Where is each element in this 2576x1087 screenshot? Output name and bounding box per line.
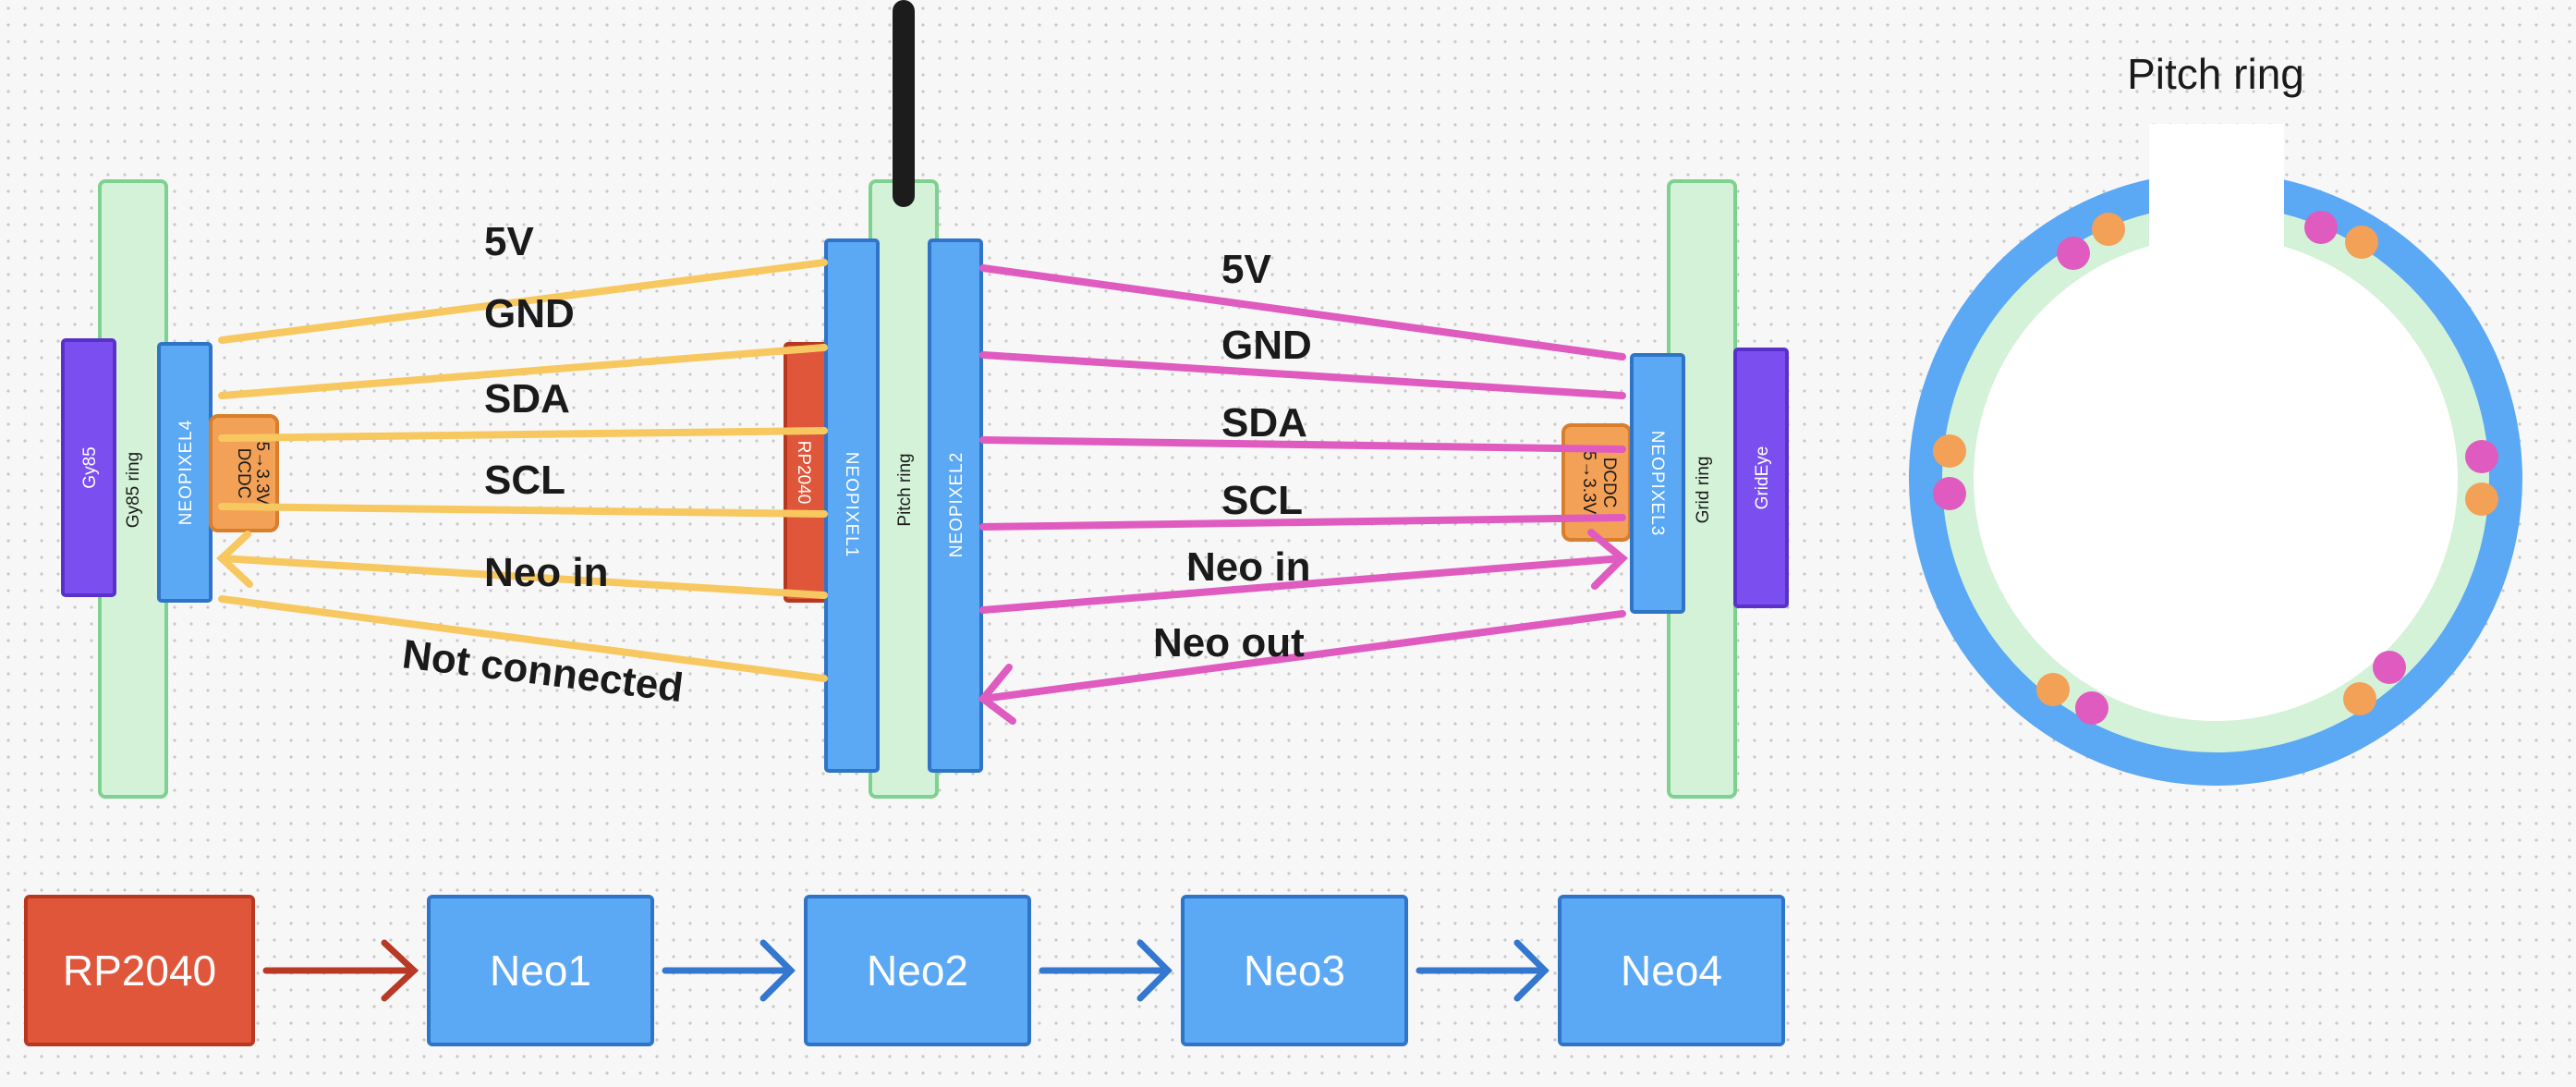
neopixel2-strip <box>928 238 983 773</box>
left-label-scl: SCL <box>484 458 565 503</box>
right-dcdc-title: DCDC <box>1599 458 1619 508</box>
data-chain: RP2040 Neo1 Neo2 Neo3 Neo4 <box>24 895 1785 1046</box>
center-module: RP2040 Pitch ring NEOPIXEL1 NEOPIXEL2 <box>784 0 983 799</box>
led-orange <box>2465 482 2498 516</box>
chain-node-neo3-label: Neo3 <box>1244 947 1345 995</box>
right-wires <box>978 264 1628 725</box>
led-orange <box>1933 434 1966 468</box>
led-orange <box>2036 673 2070 706</box>
grid-ring-label: Grid ring <box>1694 457 1713 524</box>
grideye-sensor <box>1733 348 1789 608</box>
right-dcdc-sub: 5→3.3V <box>1579 451 1598 515</box>
right-neo-in-arrowhead <box>1587 529 1628 590</box>
chain-node-neo3 <box>1181 895 1408 1046</box>
right-wire-labels: 5V GND SDA SCL Neo in Neo out <box>1153 247 1312 666</box>
chain-node-neo2-label: Neo2 <box>867 947 968 995</box>
led-pink <box>2465 440 2498 473</box>
right-wire-scl <box>979 514 1626 531</box>
right-label-gnd: GND <box>1221 323 1312 368</box>
led-pink <box>2304 211 2338 244</box>
left-wire-labels: 5V GND SDA SCL Neo in Not connected <box>400 219 686 711</box>
right-module: Grid ring GridEye DCDC 5→3.3V NEOPIXEL3 <box>1561 179 1789 799</box>
right-label-neo-out: Neo out <box>1153 620 1305 666</box>
chain-arrow-neo1-neo2 <box>662 939 796 1002</box>
led-orange <box>2092 213 2125 246</box>
left-wires <box>216 259 828 682</box>
chain-node-neo2 <box>804 895 1031 1046</box>
gy85-sensor-label: Gy85 <box>80 446 100 488</box>
led-orange <box>2343 682 2376 715</box>
led-pink <box>2075 691 2108 725</box>
neopixel1-label: NEOPIXEL1 <box>842 452 861 558</box>
chain-node-rp2040-label: RP2040 <box>63 947 216 995</box>
neopixel3-strip <box>1630 353 1685 614</box>
gy85-ring-label: Gy85 ring <box>124 452 143 528</box>
right-label-sda: SDA <box>1221 400 1307 446</box>
left-label-sda: SDA <box>484 376 570 421</box>
right-label-scl: SCL <box>1221 478 1303 523</box>
usb-cable <box>893 0 915 207</box>
led-pink <box>2373 651 2406 684</box>
led-pink <box>1933 477 1966 510</box>
chain-arrow-neo2-neo3 <box>1039 939 1173 1002</box>
chain-node-neo1 <box>427 895 654 1046</box>
right-wire-5v <box>979 264 1626 360</box>
pitch-ring-leds <box>1933 211 2498 725</box>
left-label-5v: 5V <box>484 219 534 264</box>
left-label-neo-in: Neo in <box>484 550 608 595</box>
left-wire-sda <box>218 427 828 442</box>
pitch-ring-label: Pitch ring <box>895 453 915 526</box>
neopixel4-label: NEOPIXEL4 <box>176 420 196 526</box>
left-wire-5v <box>218 259 828 344</box>
right-label-neo-in: Neo in <box>1186 544 1310 590</box>
rp2040-board-label: RP2040 <box>794 441 813 505</box>
right-wire-gnd <box>979 351 1626 399</box>
pitch-ring-notch <box>2149 124 2284 250</box>
pitch-ring-view: Pitch ring <box>1909 50 2522 786</box>
left-wire-gnd <box>218 344 828 399</box>
neopixel3-label: NEOPIXEL3 <box>1647 431 1667 537</box>
pitch-ring-inner <box>1974 237 2458 721</box>
chain-arrow-rp2040-neo1 <box>262 939 419 1002</box>
left-wire-scl <box>218 503 828 518</box>
chain-node-neo4 <box>1558 895 1785 1046</box>
gy85-sensor <box>61 338 116 597</box>
chain-node-rp2040 <box>24 895 255 1046</box>
chain-node-neo1-label: Neo1 <box>490 947 591 995</box>
neopixel1-strip <box>824 238 880 773</box>
neopixel2-label: NEOPIXEL2 <box>947 452 966 558</box>
left-wire-neo-in <box>218 555 828 599</box>
left-dcdc-sub: 5→3.3V <box>252 442 272 506</box>
led-pink <box>2057 237 2090 270</box>
pitch-ring-view-title: Pitch ring <box>2127 50 2304 98</box>
left-dcdc-module <box>209 414 279 532</box>
left-wire-not-connected <box>218 595 828 682</box>
right-wire-neo-out <box>979 610 1626 702</box>
chain-node-neo4-label: Neo4 <box>1621 947 1722 995</box>
right-label-5v: 5V <box>1221 247 1271 292</box>
left-dcdc-title: DCDC <box>234 448 253 499</box>
left-neo-in-arrowhead <box>216 531 253 588</box>
chain-arrow-neo3-neo4 <box>1416 939 1549 1002</box>
right-wire-sda <box>979 436 1626 453</box>
right-neo-out-arrowhead <box>978 664 1016 725</box>
left-label-gnd: GND <box>484 291 575 336</box>
left-module: Gy85 ring Gy85 NEOPIXEL4 DCDC 5→3.3V <box>61 179 279 799</box>
led-orange <box>2345 226 2378 259</box>
right-wire-neo-in <box>979 555 1626 614</box>
grideye-sensor-label: GridEye <box>1753 446 1772 510</box>
